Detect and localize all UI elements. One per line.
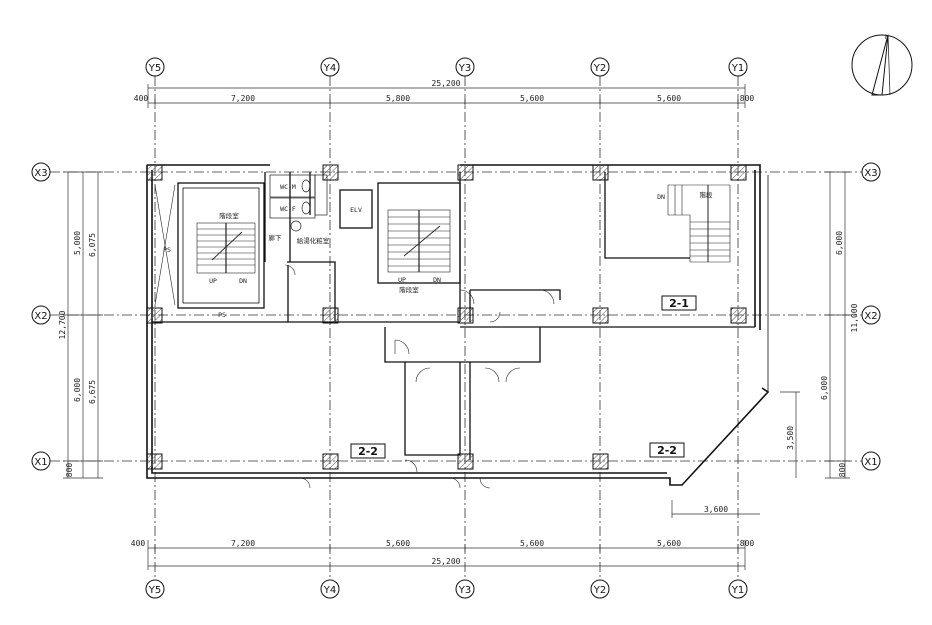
grid-label-x1-left: X1 (34, 457, 47, 468)
unit-2-1-label: 2-1 (669, 297, 689, 310)
dim-bottom-total: 25,200 (432, 557, 461, 566)
center-stair-label: 階段室 (399, 285, 419, 294)
grid-label-y4-top: Y4 (323, 63, 336, 74)
columns (146, 164, 747, 470)
left-stair-up: UP (209, 277, 217, 285)
dim-bottom-span-4: 5,600 (657, 539, 681, 548)
dim-top-span-3: 5,600 (520, 94, 544, 103)
center-stair (387, 209, 451, 273)
right-stair (667, 184, 731, 263)
dim-bottom-span-1: 7,200 (231, 539, 255, 548)
left-stair-dn: DN (239, 277, 247, 285)
dim-top-span-0: 400 (134, 94, 149, 103)
center-stair-up: UP (398, 276, 406, 284)
right-stair-label: 階段 (700, 190, 714, 199)
grid-label-x1-right: X1 (864, 457, 877, 468)
bottom-dimensions (147, 540, 746, 570)
exterior-walls (146, 164, 770, 486)
dim-right-corner: 3,500 (786, 426, 795, 450)
grid-label-y1-bottom: Y1 (731, 585, 744, 596)
dim-left-upper-detail: 6,075 (88, 233, 97, 257)
toilets (269, 174, 328, 232)
dim-right-bottom: 800 (838, 463, 847, 478)
dim-top-span-2: 5,800 (386, 94, 410, 103)
grid-label-x3-left: X3 (34, 168, 47, 179)
dim-top-span-4: 5,600 (657, 94, 681, 103)
left-stair (196, 222, 256, 274)
left-stair-label: 階段室 (219, 211, 239, 220)
dim-bottom-span-0: 400 (131, 539, 146, 548)
north-arrow-icon (851, 34, 913, 96)
dim-top-total: 25,200 (432, 79, 461, 88)
dim-left-upper: 5,000 (73, 231, 82, 255)
left-dimensions (63, 171, 103, 479)
north-label: N (885, 33, 889, 41)
grid-lines (50, 76, 862, 578)
dim-right-outer: 11,000 (850, 303, 859, 332)
grid-label-y5-top: Y5 (148, 63, 161, 74)
unit-2-2-right-tag: 2-2 (649, 442, 685, 458)
dim-top-span-5: 800 (740, 94, 755, 103)
right-stair-dn: DN (657, 193, 665, 201)
grid-label-y3-top: Y3 (458, 63, 471, 74)
grid-bubbles (31, 57, 881, 599)
grid-label-x3-right: X3 (864, 168, 877, 179)
dim-top-span-1: 7,200 (231, 94, 255, 103)
unit-2-2-right-label: 2-2 (657, 444, 677, 457)
left-ps-label: PS (163, 246, 171, 254)
grid-labels: Y5 Y4 Y3 Y2 Y1 Y5 Y4 Y3 Y2 Y1 X3 X2 X1 X… (34, 63, 877, 596)
center-stair-dn: DN (433, 276, 441, 284)
grid-label-y5-bottom: Y5 (148, 585, 161, 596)
dim-left-lower: 6,000 (73, 378, 82, 402)
dim-bottom-corner: 3,600 (704, 505, 728, 514)
dim-left-bottom: 800 (65, 463, 74, 478)
dim-left-lower-detail: 6,675 (88, 380, 97, 404)
kitchen-label: 給湯化粧室 (297, 236, 330, 245)
dim-bottom-span-2: 5,600 (386, 539, 410, 548)
grid-label-y3-bottom: Y3 (458, 585, 471, 596)
dim-bottom-span-5: 800 (740, 539, 755, 548)
interior-walls (152, 172, 755, 460)
grid-label-x2-right: X2 (864, 311, 877, 322)
unit-2-1-tag: 2-1 (661, 295, 697, 311)
unit-2-2-left-label: 2-2 (358, 445, 378, 458)
bottom-ps-label: PS (218, 311, 226, 319)
dim-bottom-span-3: 5,600 (520, 539, 544, 548)
right-dimensions (671, 171, 850, 518)
elv-label: ELV (350, 206, 362, 214)
dim-right-upper: 6,000 (835, 231, 844, 255)
grid-label-y2-top: Y2 (593, 63, 606, 74)
unit-2-2-left-tag: 2-2 (350, 443, 386, 459)
door-swings (284, 264, 555, 489)
top-dimensions (147, 84, 746, 108)
wc-f-label: WC-F (280, 205, 296, 213)
dim-right-lower: 6,000 (820, 376, 829, 400)
dim-left-outer: 12,700 (58, 310, 67, 339)
grid-label-y2-bottom: Y2 (593, 585, 606, 596)
left-ps-shaft (154, 184, 176, 306)
corridor-label: 廊下 (269, 233, 283, 242)
grid-label-y4-bottom: Y4 (323, 585, 336, 596)
wc-m-label: WC-M (280, 183, 296, 191)
grid-label-y1-top: Y1 (731, 63, 744, 74)
grid-label-x2-left: X2 (34, 311, 47, 322)
